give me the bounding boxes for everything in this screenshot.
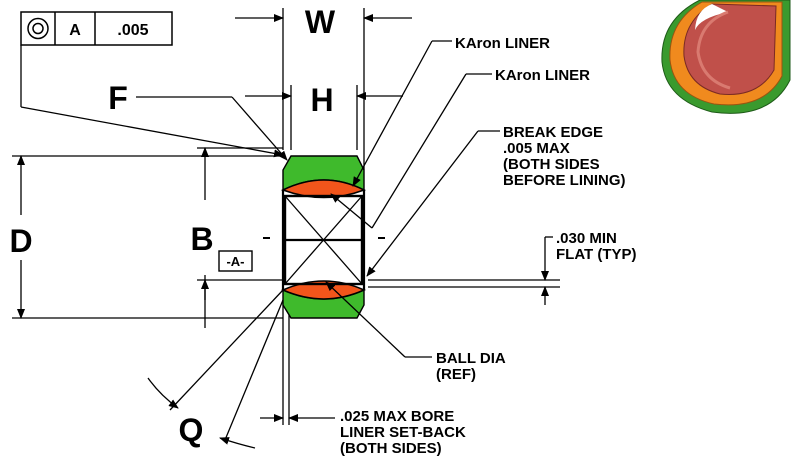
callout-break-edge: BREAK EDGE .005 MAX (BOTH SIDES BEFORE L…: [366, 124, 626, 277]
dim-f-label: F: [108, 80, 128, 116]
fcf-datum: A: [69, 22, 81, 39]
feature-control-frame: A .005: [20, 11, 173, 46]
dimension-h: H: [245, 82, 403, 118]
break-edge-line-4: BEFORE LINING): [503, 172, 626, 189]
callout-flat: .030 MIN FLAT (TYP): [541, 230, 637, 305]
break-edge-line-2: .005 MAX: [503, 140, 570, 157]
callout-liner-2: KAron LINER: [330, 67, 590, 229]
fcf-leader: [20, 45, 284, 158]
dimension-q: Q: [147, 289, 284, 449]
dim-w-label: W: [305, 4, 336, 40]
datum-a-box: [218, 250, 253, 272]
callout-ball-dia: BALL DIA (REF): [325, 281, 506, 383]
bore-liner-line-1: .025 MAX BORE: [340, 408, 454, 425]
callout-bore-liner: .025 MAX BORE LINER SET-BACK (BOTH SIDES…: [260, 408, 466, 457]
dimension-b: B -A-: [190, 147, 253, 328]
ball-dia-line-1: BALL DIA: [436, 350, 506, 367]
dimension-d: D: [9, 155, 33, 319]
callout-liner-1: KAron LINER: [352, 35, 550, 187]
dim-h-label: H: [310, 82, 333, 118]
bearing-section: [280, 155, 367, 319]
break-edge-line-3: (BOTH SIDES: [503, 156, 600, 173]
concentricity-icon: [27, 17, 49, 40]
liner-1-text: KAron LINER: [455, 35, 550, 52]
bore-liner-line-3: (BOTH SIDES): [340, 440, 442, 457]
dimension-w: W: [235, 4, 412, 40]
fcf-box: [20, 11, 173, 46]
dimension-f: F: [108, 80, 288, 161]
liner-2-text: KAron LINER: [495, 67, 590, 84]
fcf-tolerance: .005: [117, 22, 148, 39]
dim-q-label: Q: [179, 412, 204, 448]
bore-liner-line-2: LINER SET-BACK: [340, 424, 466, 441]
flat-line-1: .030 MIN: [556, 230, 617, 247]
bearing-isometric-image: [661, 0, 791, 114]
dim-d-label: D: [9, 223, 32, 259]
ball-dia-line-2: (REF): [436, 366, 476, 383]
extension-lines: [12, 8, 560, 425]
dim-b-label: B: [190, 221, 213, 257]
break-edge-line-1: BREAK EDGE: [503, 124, 603, 141]
flat-line-2: FLAT (TYP): [556, 246, 637, 263]
datum-a-label: -A-: [226, 254, 244, 269]
